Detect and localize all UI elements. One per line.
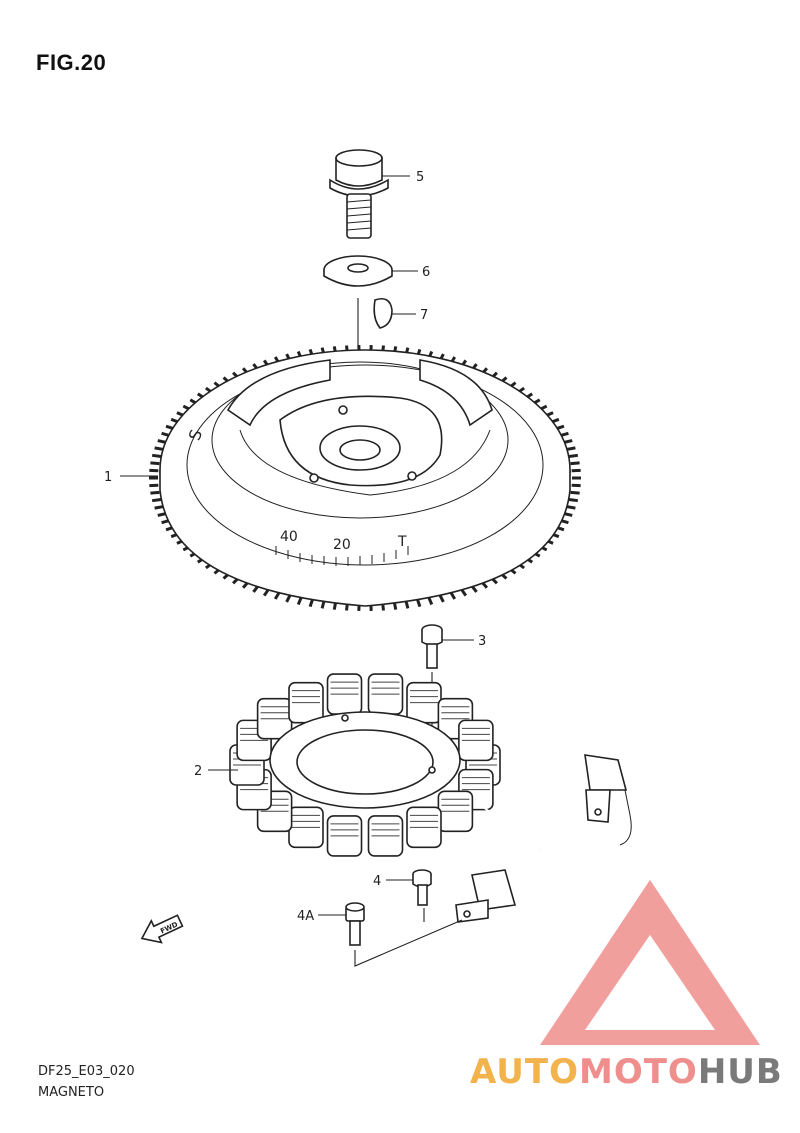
callout-label-3: 3 xyxy=(478,634,486,649)
gear-tooth xyxy=(392,602,398,610)
gear-tooth xyxy=(285,594,292,603)
fwd-arrow-icon: FWD xyxy=(140,914,184,944)
callout-label-2: 2 xyxy=(194,764,202,779)
watermark-text: AUTOMOTOHUB xyxy=(470,1052,783,1092)
gear-tooth xyxy=(570,461,580,466)
callout-6: 6 xyxy=(392,265,430,280)
callout-7: 7 xyxy=(392,308,428,323)
flywheel-mark-20: 20 xyxy=(333,537,351,553)
callout-label-7: 7 xyxy=(420,308,428,323)
gear-tooth xyxy=(150,461,160,466)
gear-tooth xyxy=(438,594,445,603)
gear-tooth xyxy=(568,497,579,503)
gear-tooth xyxy=(308,599,314,608)
watermark-part-moto: MOTO xyxy=(578,1052,698,1092)
figure-code: DF25_E03_020 xyxy=(38,1064,135,1079)
callout-4: 4 xyxy=(373,874,413,889)
washer-part-6 xyxy=(323,255,393,287)
stator-part-2 xyxy=(229,673,501,857)
gear-tooth xyxy=(320,601,326,609)
flywheel-mark-t: T xyxy=(397,534,407,550)
watermark-logo-icon xyxy=(540,880,760,1045)
gear-tooth xyxy=(427,597,434,606)
callout-5: 5 xyxy=(382,170,424,185)
gear-tooth xyxy=(154,505,164,510)
gear-tooth xyxy=(404,601,410,609)
gear-tooth xyxy=(151,453,162,459)
bolt-part-5 xyxy=(329,149,389,239)
gear-tooth xyxy=(449,591,457,600)
wiring-harness xyxy=(455,754,665,937)
flywheel-part-1: 40 20 T S xyxy=(149,344,581,612)
watermark-part-hub: HUB xyxy=(697,1052,783,1092)
bolt-part-4 xyxy=(412,869,432,906)
callout-label-4: 4 xyxy=(373,874,381,889)
gear-tooth xyxy=(570,490,580,495)
figure-title: FIG.20 xyxy=(36,50,107,75)
callout-3: 3 xyxy=(442,634,486,649)
gear-tooth xyxy=(566,446,576,451)
callout-label-6: 6 xyxy=(422,265,430,280)
gear-tooth xyxy=(566,505,576,510)
gear-tooth xyxy=(332,602,338,610)
gear-tooth xyxy=(273,591,281,600)
callout-2: 2 xyxy=(194,764,238,779)
gear-tooth xyxy=(154,446,164,451)
callout-label-1: 1 xyxy=(104,470,112,485)
flywheel-mark-40: 40 xyxy=(280,529,298,545)
assembly-line-pickup xyxy=(354,919,463,967)
callout-label-5: 5 xyxy=(416,170,424,185)
bolt-part-3 xyxy=(421,624,443,669)
callout-1: 1 xyxy=(104,470,158,485)
figure-name: MAGNETO xyxy=(38,1085,105,1100)
callout-label-4a: 4A xyxy=(297,909,314,924)
gear-tooth xyxy=(568,453,579,459)
key-part-7 xyxy=(373,297,393,329)
gear-tooth xyxy=(151,497,162,503)
gear-tooth xyxy=(150,490,160,495)
gear-tooth xyxy=(296,597,303,606)
watermark-part-auto: AUTO xyxy=(470,1052,579,1092)
callout-4a: 4A xyxy=(297,909,346,924)
gear-tooth xyxy=(416,599,422,608)
screw-part-4a xyxy=(345,902,365,946)
